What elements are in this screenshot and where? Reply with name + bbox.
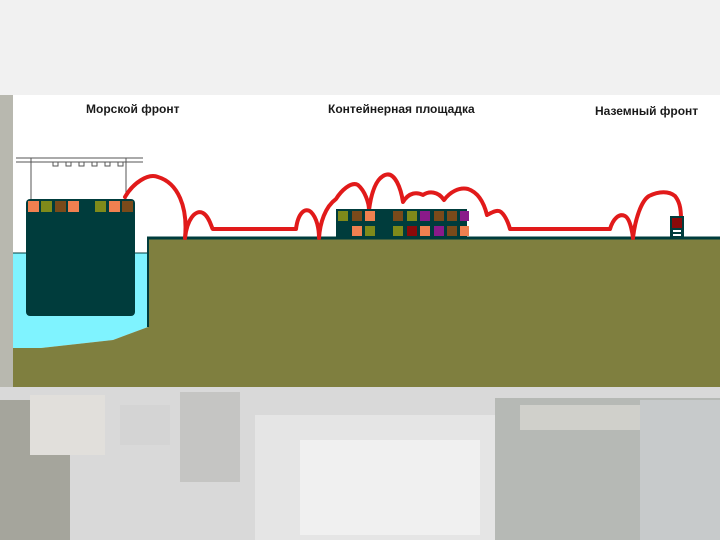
container-terminal-diagram (13, 95, 720, 387)
container-yard-stack (336, 209, 469, 239)
container-yard-label: Контейнерная площадка (328, 102, 475, 116)
ship-icon (26, 199, 135, 316)
sea-front-label: Морской фронт (86, 102, 180, 116)
truck-icon (670, 216, 684, 238)
land-front-label: Наземный фронт (595, 104, 698, 118)
